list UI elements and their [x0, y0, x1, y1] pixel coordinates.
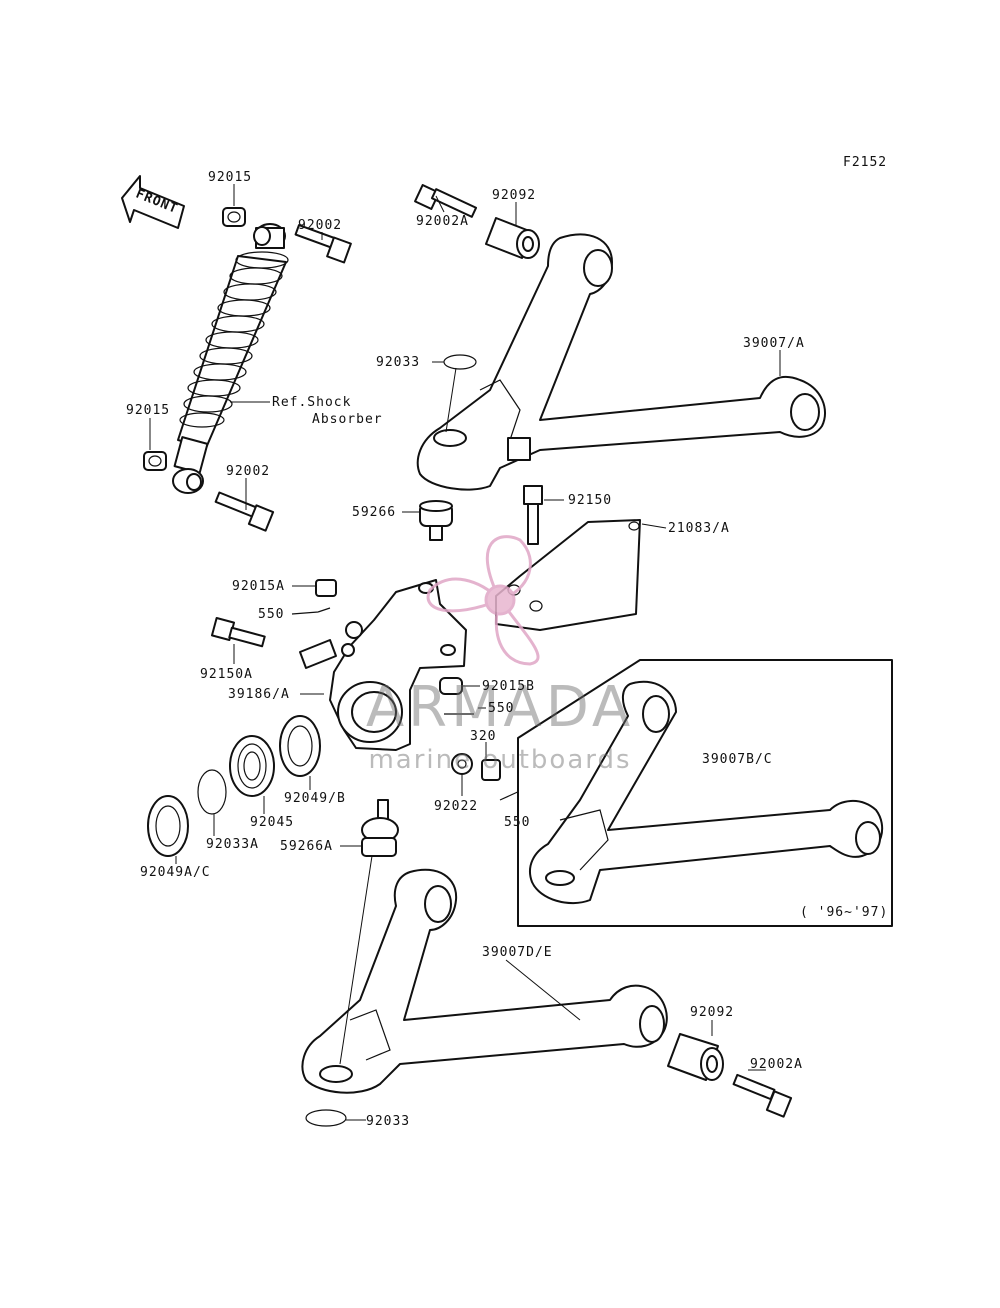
label-92150a: 92150A [200, 667, 253, 682]
circlip-92033-top-icon [443, 354, 477, 370]
label-21083a: 21083/A [668, 521, 730, 536]
label-92015b: 92015B [482, 679, 535, 694]
armada-watermark: ARMADA marine outboards [366, 535, 634, 775]
label-550-a: 550 [258, 607, 284, 622]
label-39007de: 39007D/E [482, 945, 553, 960]
figure-code: F2152 [843, 155, 887, 170]
watermark-title: ARMADA [366, 675, 634, 740]
bearing-92045-icon [229, 735, 275, 797]
circlip-92033-bottom-icon [305, 1109, 347, 1127]
label-92015-left: 92015 [126, 403, 170, 418]
ref-note-line1: Ref.Shock [272, 395, 351, 410]
bushing-92092-bottom-icon [667, 1033, 724, 1081]
bolt-92002-mid-icon [214, 491, 275, 532]
label-320: 320 [470, 729, 496, 744]
label-92049b: 92049/B [284, 791, 346, 806]
bolt-92002-top-icon [294, 224, 352, 264]
label-39007a: 39007/A [743, 336, 805, 351]
label-92049ac: 92049A/C [140, 865, 211, 880]
shock-absorber [172, 223, 289, 494]
knuckle-39186a [299, 579, 467, 751]
label-92033-bottom: 92033 [366, 1114, 410, 1129]
bolt-92002a-bottom-icon [732, 1073, 793, 1118]
label-92022: 92022 [434, 799, 478, 814]
label-550-c: 550 [504, 815, 530, 830]
label-92002a-bottom: 92002A [750, 1057, 803, 1072]
label-39186a: 39186/A [228, 687, 290, 702]
front-arrow-icon: FRONT [121, 175, 185, 229]
bolt-92002a-top-icon [414, 184, 478, 218]
propeller-logo-icon [426, 535, 540, 666]
label-92033a: 92033A [206, 837, 259, 852]
label-39007bc: 39007B/C [702, 752, 773, 767]
label-92015-top: 92015 [208, 170, 252, 185]
bushing-92092-top-icon [485, 217, 540, 259]
part-labels: 92015 92002 92002A 92092 39007/A 92033 9… [126, 170, 805, 1129]
bracket-21083a [495, 519, 641, 631]
label-92045: 92045 [250, 815, 294, 830]
label-59266: 59266 [352, 505, 396, 520]
nut-92015a-icon [315, 579, 337, 597]
bolt-92150a-icon [210, 616, 266, 648]
label-92002a-top: 92002A [416, 214, 469, 229]
nut-92015-top-icon [222, 207, 246, 227]
label-92015a: 92015A [232, 579, 285, 594]
watermark-subtitle: marine outboards [368, 745, 631, 775]
label-92092-bottom: 92092 [690, 1005, 734, 1020]
upper-a-arm-39007a [416, 233, 826, 491]
inset-note: ( '96~'97) [800, 905, 888, 920]
circlip-92033a-icon [197, 769, 227, 815]
ball-joint-59266-icon [419, 500, 453, 541]
castle-nut-320-icon [481, 759, 501, 781]
nut-92015-left-icon [143, 451, 167, 471]
leader-lines [149, 184, 781, 1121]
label-92002-mid: 92002 [226, 464, 270, 479]
seal-92049ac-icon [147, 795, 189, 857]
inset-box: ( '96~'97) [517, 659, 893, 927]
ref-note-line2: Absorber [312, 412, 383, 427]
seal-92049b-icon [279, 715, 321, 777]
label-92150: 92150 [568, 493, 612, 508]
bolt-92150-icon [523, 485, 543, 545]
label-92092-top: 92092 [492, 188, 536, 203]
label-92033-top: 92033 [376, 355, 420, 370]
ball-joint-59266a-icon [361, 799, 399, 857]
lower-a-arm-39007de [301, 868, 668, 1094]
cotter-pin-550-a-icon [291, 607, 331, 615]
label-59266a: 59266A [280, 839, 333, 854]
label-92002-top: 92002 [298, 218, 342, 233]
label-550-b: 550 [488, 701, 514, 716]
